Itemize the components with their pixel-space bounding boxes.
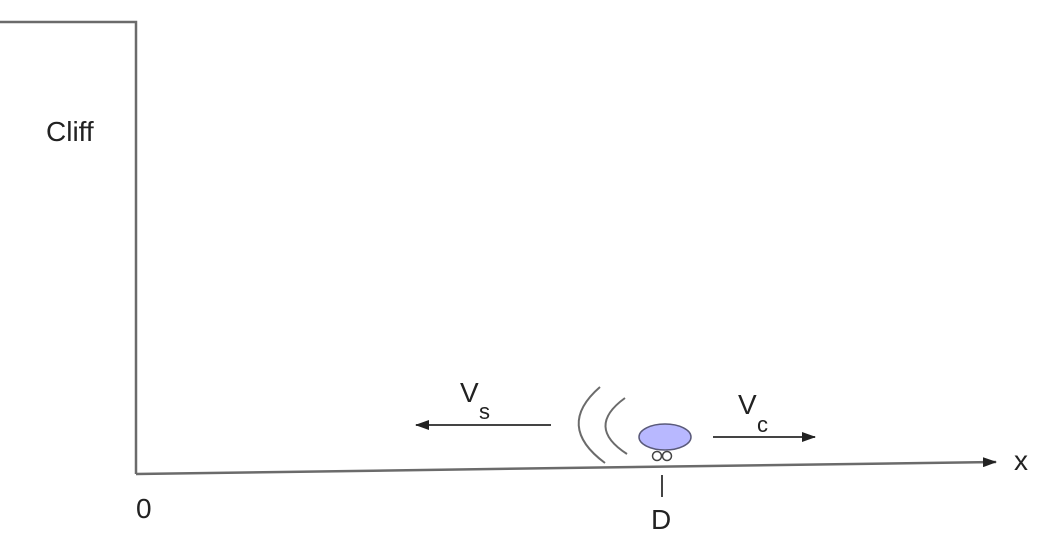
sound-wave-outer [577,386,606,464]
origin-label: 0 [136,493,152,524]
cliff-wall [0,20,138,474]
sound-velocity-subscript: s [479,399,490,424]
sound-velocity-symbol: V [460,377,479,408]
car-velocity-subscript: c [757,412,768,437]
sound-wave-inner [604,397,628,455]
position-label: D [651,504,671,535]
car [638,423,692,462]
car-velocity-symbol: V [738,389,757,420]
car-wheel-right [661,450,673,462]
x-axis [135,457,997,476]
car-body [638,423,692,451]
axis-label: x [1014,445,1028,476]
car-wheel-left [651,450,663,462]
cliff-label: Cliff [46,116,94,147]
